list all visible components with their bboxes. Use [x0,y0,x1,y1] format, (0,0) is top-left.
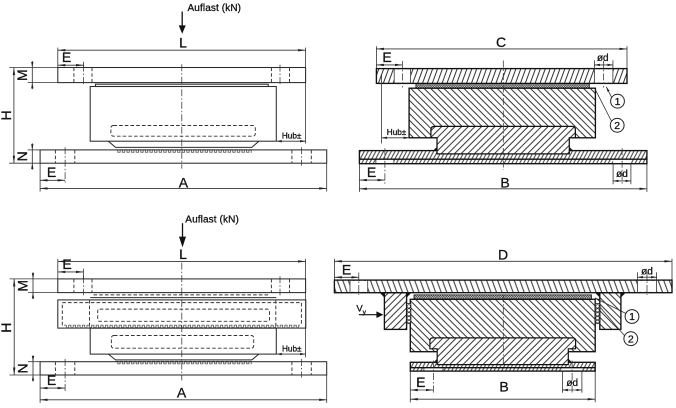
svg-text:D: D [498,247,508,263]
svg-text:E: E [367,164,376,180]
svg-text:E: E [416,374,425,390]
svg-text:M: M [15,280,31,292]
svg-text:N: N [15,363,31,373]
svg-text:2: 2 [614,120,620,132]
svg-text:Auflast (kN): Auflast (kN) [188,3,242,14]
svg-text:Hub±: Hub± [387,128,407,137]
svg-text:A: A [177,384,187,400]
svg-text:M: M [14,69,30,81]
svg-text:H: H [0,110,14,120]
svg-text:1: 1 [629,311,635,323]
svg-text:A: A [179,174,189,190]
svg-text:Auflast (kN): Auflast (kN) [185,215,239,226]
svg-text:E: E [62,256,71,272]
svg-text:L: L [179,246,187,262]
svg-text:E: E [382,49,391,65]
svg-text:N: N [14,151,30,161]
svg-text:E: E [47,372,56,388]
svg-text:y: y [363,309,367,316]
svg-text:ød: ød [641,266,653,277]
svg-text:H: H [0,323,14,333]
svg-text:V: V [356,304,363,315]
svg-text:E: E [342,261,351,277]
svg-text:B: B [500,174,509,190]
svg-text:L: L [179,35,187,51]
svg-text:C: C [496,34,506,50]
svg-text:2: 2 [628,333,634,345]
svg-text:Hub±: Hub± [282,344,302,353]
svg-text:B: B [499,378,508,394]
svg-text:1: 1 [615,96,621,108]
svg-text:Hub±: Hub± [282,132,302,141]
svg-text:E: E [62,49,71,65]
svg-text:E: E [47,164,56,180]
svg-text:ød: ød [566,378,578,389]
svg-text:ød: ød [616,169,628,180]
svg-text:ød: ød [597,53,609,64]
